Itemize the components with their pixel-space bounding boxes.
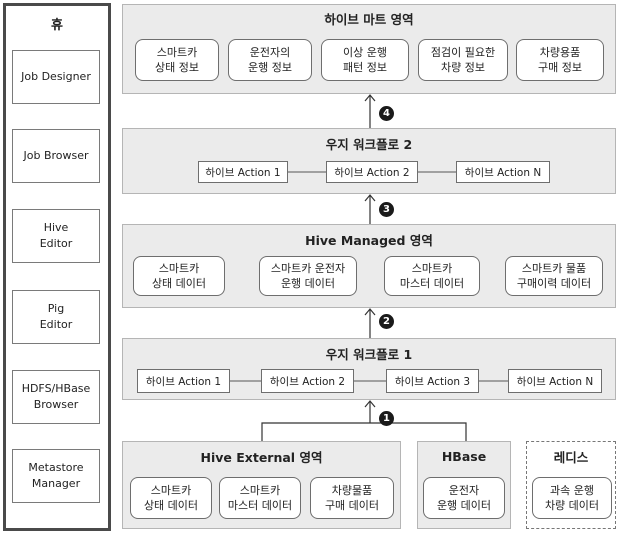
workflow2-action-1: 하이브 Action 1: [198, 161, 288, 183]
step-badge-2: 2: [379, 314, 394, 329]
step-badge-3: 3: [379, 202, 394, 217]
hbase-box-driver-operation: 운전자 운행 데이터: [423, 477, 505, 519]
external-box-accessory-purchase: 차량물품 구매 데이터: [310, 477, 394, 519]
workflow2-action-n: 하이브 Action N: [456, 161, 550, 183]
arrow-3-head: [364, 194, 376, 202]
hive-external-area-title: Hive External 영역: [200, 449, 323, 465]
workflow1-action-1: 하이브 Action 1: [137, 369, 230, 393]
mart-box-accessory-purchase: 차량용품 구매 정보: [516, 39, 604, 81]
workflow1-action-n: 하이브 Action N: [508, 369, 602, 393]
hue-item-metastore-manager[interactable]: Metastore Manager: [12, 449, 100, 503]
hbase-area-title: HBase: [441, 448, 487, 464]
hue-item-job-designer[interactable]: Job Designer: [12, 50, 100, 104]
arrow-1-head: [364, 400, 376, 408]
managed-box-driver-operation: 스마트카 운전자 운행 데이터: [259, 256, 357, 296]
oozie-workflow-1-title: 우지 워크플로 1: [325, 346, 413, 362]
managed-box-smartcar-master: 스마트카 마스터 데이터: [384, 256, 480, 296]
workflow2-action-2: 하이브 Action 2: [326, 161, 418, 183]
managed-box-smartcar-status: 스마트카 상태 데이터: [133, 256, 225, 296]
managed-box-purchase-history: 스마트카 물품 구매이력 데이터: [505, 256, 603, 296]
redis-box-speeding-vehicles: 과속 운행 차량 데이터: [532, 477, 612, 519]
arrow-2-head: [364, 308, 376, 316]
oozie-workflow-2-title: 우지 워크플로 2: [325, 136, 413, 152]
workflow1-action-2: 하이브 Action 2: [261, 369, 354, 393]
step-badge-4: 4: [379, 106, 394, 121]
mart-box-inspection-needed: 점검이 필요한 차량 정보: [418, 39, 508, 81]
external-box-smartcar-master: 스마트카 마스터 데이터: [219, 477, 301, 519]
mart-box-abnormal-pattern: 이상 운행 패턴 정보: [321, 39, 409, 81]
mart-box-smartcar-status: 스마트카 상태 정보: [135, 39, 219, 81]
step-badge-1: 1: [379, 411, 394, 426]
hive-managed-area-title: Hive Managed 영역: [305, 232, 433, 248]
hue-item-hdfs-hbase-browser[interactable]: HDFS/HBase Browser: [12, 370, 100, 424]
hue-title: 휴: [51, 17, 63, 33]
hue-item-pig-editor[interactable]: Pig Editor: [12, 290, 100, 344]
workflow1-action-3: 하이브 Action 3: [386, 369, 479, 393]
hue-item-job-browser[interactable]: Job Browser: [12, 129, 100, 183]
mart-box-driver-operation: 운전자의 운행 정보: [228, 39, 312, 81]
redis-area-title: 레디스: [553, 449, 589, 465]
hue-item-hive-editor[interactable]: Hive Editor: [12, 209, 100, 263]
source-merge-line: [261, 422, 467, 441]
external-box-smartcar-status: 스마트카 상태 데이터: [130, 477, 212, 519]
hive-mart-area-title: 하이브 마트 영역: [324, 11, 414, 27]
arrow-4-head: [364, 94, 376, 102]
